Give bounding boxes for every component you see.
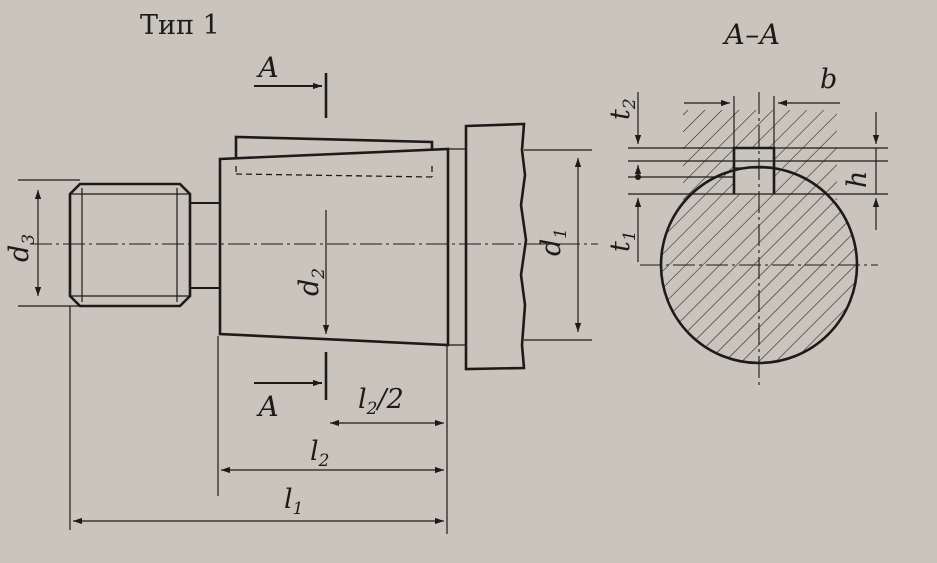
label-t2: t2 (605, 98, 640, 120)
label-l2-half: l2/2 (358, 384, 404, 419)
label-l1: l1 (284, 484, 303, 519)
section-cut-bottom: А (254, 352, 328, 423)
dim-b: b (684, 64, 840, 148)
dim-d2: d2 (294, 210, 330, 334)
label-h: h (842, 171, 873, 188)
section-cut-top: А (254, 51, 328, 118)
threaded-end (68, 182, 192, 308)
label-d3: d3 (4, 234, 39, 262)
shaft-side-view: d3 d2 d1 А А (4, 51, 598, 534)
label-d1: d1 (536, 228, 571, 256)
cut-label-bottom: А (256, 390, 279, 423)
label-d2: d2 (294, 268, 329, 296)
shaft-neck (190, 202, 220, 289)
section-a-a: b t2 t1 h (605, 64, 888, 385)
length-dimensions: l2/2 l2 l1 (69, 306, 448, 534)
flange-section (448, 122, 528, 371)
dim-h: h (842, 112, 880, 230)
label-l2: l2 (310, 436, 329, 471)
label-b: b (820, 64, 837, 95)
tapered-section (218, 135, 450, 347)
section-title: А–А (722, 18, 780, 51)
dim-t1: t1 (605, 198, 642, 262)
cut-label-top: А (256, 51, 279, 84)
type-title: Тип 1 (140, 10, 220, 41)
dim-t2: t2 (605, 92, 642, 180)
label-t1: t1 (605, 230, 640, 252)
dim-d1: d1 (524, 149, 592, 341)
dim-d3: d3 (4, 179, 80, 307)
